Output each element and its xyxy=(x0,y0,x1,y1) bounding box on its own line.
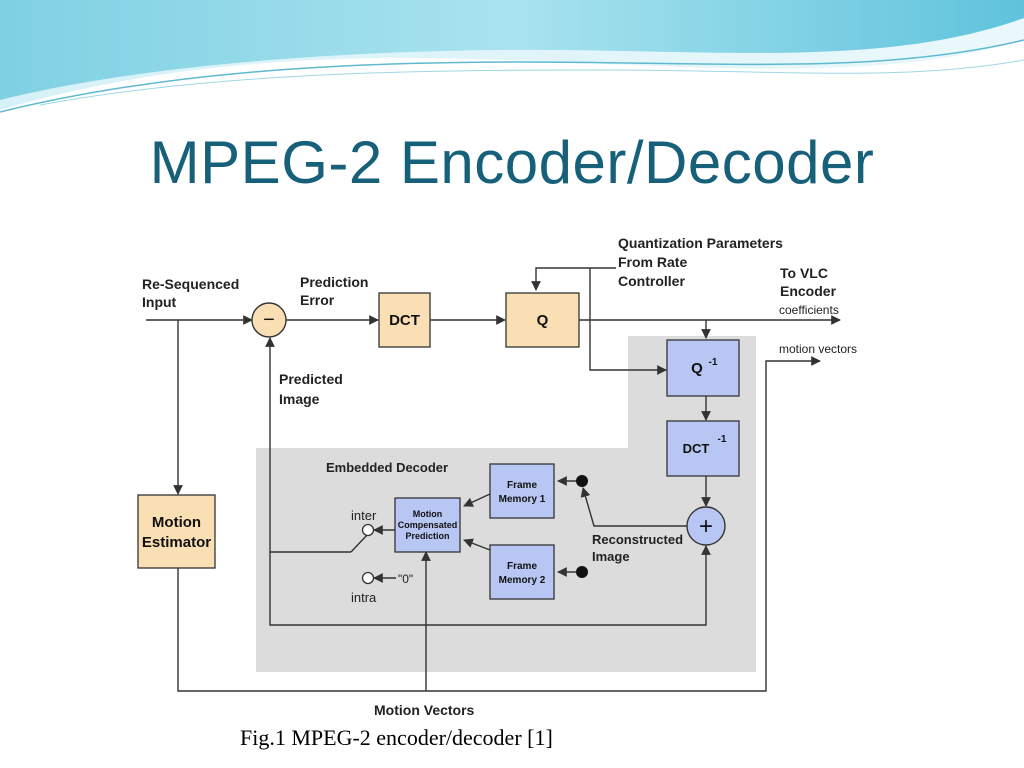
label-reconstructed-image: Image xyxy=(592,549,630,564)
motion-estimator-box xyxy=(137,494,216,569)
figure-caption: Fig.1 MPEG-2 encoder/decoder [1] xyxy=(240,725,553,750)
label-re-sequenced: Re-Sequenced xyxy=(142,276,239,292)
dct-block-box xyxy=(378,292,431,348)
slide-title: MPEG-2 Encoder/Decoder xyxy=(149,129,875,196)
encoder-decoder-diagram: DCT Q Motion Estimator Q -1 DCT -1 Frame… xyxy=(128,230,870,720)
label-encoder: Encoder xyxy=(780,283,837,299)
motion-estimator-label-1: Motion xyxy=(152,514,201,531)
dct-block: DCT xyxy=(378,292,431,348)
diagram-labels: Re-Sequenced Input Prediction Error Quan… xyxy=(142,235,837,718)
switch-arm xyxy=(350,533,369,553)
frame-memory-1-input-dot xyxy=(576,475,588,487)
header-wave-line xyxy=(0,39,1024,113)
line-frame-memory2-to-mcp xyxy=(463,538,491,551)
label-image: Image xyxy=(279,391,320,407)
subtractor-circle xyxy=(251,302,287,338)
line-switch-to-adder xyxy=(269,545,711,626)
motion-estimator-label-2: Estimator xyxy=(142,534,211,551)
diagram-labels-regular: coefficients motion vectors inter intra … xyxy=(351,303,857,605)
line-adder-to-reconstructed xyxy=(580,487,688,527)
motion-compensated-prediction-block: Motion Compensated Prediction xyxy=(394,497,461,553)
inter-contact xyxy=(361,523,375,537)
frame-memory-1-block: Frame Memory 1 xyxy=(489,463,555,519)
subtractor-symbol: − xyxy=(263,309,275,331)
label-intra: intra xyxy=(351,590,377,605)
q-block-label: Q xyxy=(537,312,549,329)
label-input: Input xyxy=(142,294,177,310)
label-error: Error xyxy=(300,292,335,308)
label-from-rate: From Rate xyxy=(618,254,687,270)
label-motion-vectors-out: motion vectors xyxy=(779,342,857,356)
dct-inverse-superscript: -1 xyxy=(718,434,727,445)
q-inverse-block: Q -1 xyxy=(666,339,740,397)
mcp-box xyxy=(394,497,461,553)
label-quantization-parameters: Quantization Parameters xyxy=(618,235,783,251)
label-motion-vectors-bottom: Motion Vectors xyxy=(374,702,475,718)
frame-memory-2-label-1: Frame xyxy=(507,561,537,572)
label-prediction: Prediction xyxy=(300,274,368,290)
intra-contact xyxy=(361,571,375,585)
adder-circle xyxy=(686,506,726,546)
label-zero: "0" xyxy=(398,572,413,586)
dct-inverse-box xyxy=(666,420,740,477)
q-block: Q xyxy=(505,292,580,348)
dct-block-label: DCT xyxy=(389,312,420,329)
frame-memory-2-label-2: Memory 2 xyxy=(499,575,546,586)
frame-memory-2-box xyxy=(489,544,555,600)
label-predicted: Predicted xyxy=(279,371,343,387)
adder-symbol: + xyxy=(699,513,713,540)
line-motion-estimator-vectors xyxy=(177,356,821,692)
mcp-label-3: Prediction xyxy=(405,531,449,541)
adder-node: + xyxy=(686,506,726,546)
mcp-label-2: Compensated xyxy=(398,520,458,530)
mcp-label-1: Motion xyxy=(413,509,443,519)
label-controller: Controller xyxy=(618,273,685,289)
q-block-box xyxy=(505,292,580,348)
dct-inverse-block: DCT -1 xyxy=(666,420,740,477)
frame-memory-1-label-2: Memory 1 xyxy=(499,494,546,505)
frame-memory-2-input-dot xyxy=(576,566,588,578)
header-wave-line-2 xyxy=(39,59,1024,106)
dct-inverse-label: DCT xyxy=(683,441,710,456)
label-coefficients: coefficients xyxy=(779,303,839,317)
q-inverse-label: Q xyxy=(691,360,703,377)
label-inter: inter xyxy=(351,508,377,523)
label-reconstructed: Reconstructed xyxy=(592,532,683,547)
frame-memory-2-block: Frame Memory 2 xyxy=(489,544,555,600)
header-wave xyxy=(0,0,1024,100)
subtractor-node: − xyxy=(251,302,287,338)
line-params-to-qinv xyxy=(589,268,667,375)
frame-memory-1-label-1: Frame xyxy=(507,480,537,491)
q-inverse-box xyxy=(666,339,740,397)
signal-lines xyxy=(146,267,841,692)
label-to-vlc: To VLC xyxy=(780,265,828,281)
motion-estimator-block: Motion Estimator xyxy=(137,494,216,569)
q-inverse-superscript: -1 xyxy=(709,357,718,368)
frame-memory-1-box xyxy=(489,463,555,519)
label-embedded-decoder: Embedded Decoder xyxy=(326,460,448,475)
line-frame-memory1-to-mcp xyxy=(463,493,491,507)
